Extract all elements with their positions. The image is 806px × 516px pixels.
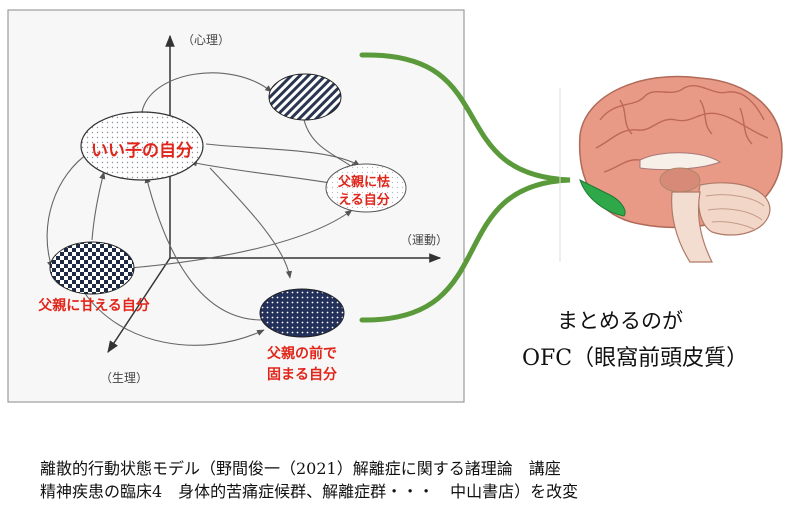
arrow-spoiled-to-dotted xyxy=(83,291,265,346)
arrow-goodchild-to-spoiled xyxy=(46,151,91,269)
summary-line-2: OFC（眼窩前頭皮質） xyxy=(522,346,749,371)
ofc-highlight xyxy=(579,179,626,217)
arrow-dotted-to-goodchild xyxy=(144,175,263,321)
caption-line-1: 離散的行動状態モデル（野間俊一（2021）解離症に関する諸理論 講座 xyxy=(40,459,561,478)
spoiled-by-father-state xyxy=(49,241,135,295)
striped-state xyxy=(268,73,342,121)
axis-label-physiology: （生理） xyxy=(100,371,148,385)
afraid-of-father-state xyxy=(325,163,407,213)
arrow-spoiled-to-goodchild xyxy=(91,171,106,241)
transition-arrows xyxy=(46,72,361,346)
label-frozen-line2: 固まる自分 xyxy=(267,366,337,383)
frozen-before-father-state xyxy=(259,288,345,338)
brain-illustration xyxy=(578,75,783,263)
summary-line-1: まとめるのが xyxy=(557,309,683,333)
good-child-state xyxy=(80,111,204,181)
label-spoiled-by-father: 父親に甘える自分 xyxy=(37,297,150,314)
label-afraid-line1: 父親に怯 xyxy=(337,174,390,190)
arrow-afraid-to-goodchild xyxy=(189,160,337,185)
axis-label-movement: （運動） xyxy=(400,233,448,247)
arrow-goodchild-to-afraid xyxy=(205,143,361,167)
green-brace xyxy=(359,52,571,323)
label-frozen-line1: 父親の前で xyxy=(266,345,337,362)
figure-frame xyxy=(7,9,465,403)
axis-label-psychology: （心理） xyxy=(182,33,230,47)
physiology-axis xyxy=(107,257,171,354)
arrow-goodchild-to-dotted xyxy=(209,167,292,279)
caption-line-2: 精神疾患の臨床4 身体的苦痛症候群、解離症群・・・ 中山書店）を改変 xyxy=(40,482,579,501)
arrow-goodchild-to-striped xyxy=(141,72,273,113)
arrow-spoiled-to-afraid xyxy=(129,209,353,269)
label-afraid-line2: える自分 xyxy=(338,192,390,208)
label-good-child: いい子の自分 xyxy=(91,140,193,161)
